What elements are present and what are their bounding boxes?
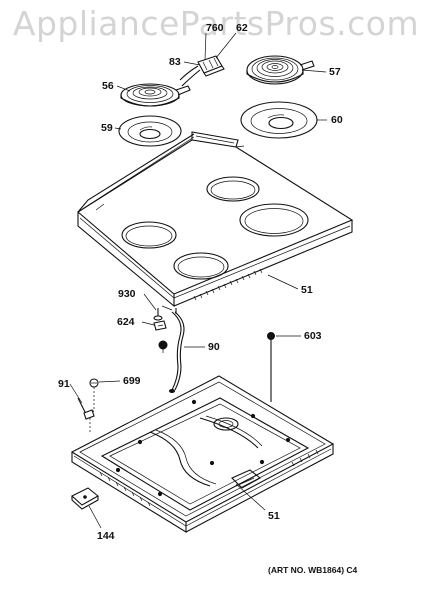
label-part-60: 60 [331, 114, 343, 126]
label-part-144: 144 [97, 530, 115, 542]
burner-element-57 [246, 55, 315, 85]
label-part-90: 90 [208, 341, 220, 353]
burner-element-56 [120, 83, 191, 107]
screw-930 [153, 305, 173, 321]
bracket-91 [77, 397, 95, 432]
drip-pan-60 [240, 101, 318, 139]
label-part-62: 62 [236, 22, 248, 34]
label-part-624: 624 [117, 316, 135, 328]
drip-pan-59 [118, 115, 182, 147]
label-part-51-bottom: 51 [268, 510, 280, 522]
label-part-91: 91 [58, 378, 70, 390]
burner-box-61 [70, 375, 335, 533]
label-part-760: 760 [206, 22, 224, 34]
screw-699 [89, 378, 99, 410]
label-part-56: 56 [102, 80, 114, 92]
bracket-144 [71, 487, 99, 510]
label-part-699: 699 [123, 375, 141, 387]
label-part-59: 59 [101, 122, 113, 134]
cooktop-51 [77, 131, 354, 308]
screw-603 [267, 332, 275, 402]
label-part-57: 57 [329, 66, 341, 78]
label-part-930: 930 [118, 288, 136, 300]
watermark: AppliancePartsPros.com [12, 4, 420, 43]
terminal-block-83 [179, 55, 225, 87]
art-number: (ART NO. WB1864) C4 [268, 565, 358, 575]
label-part-83: 83 [169, 56, 181, 68]
label-part-603: 603 [304, 330, 322, 342]
leader-lines [69, 32, 327, 529]
wire-harness-90 [158, 308, 185, 393]
label-part-51-top: 51 [301, 284, 313, 296]
clip-624 [153, 320, 167, 331]
